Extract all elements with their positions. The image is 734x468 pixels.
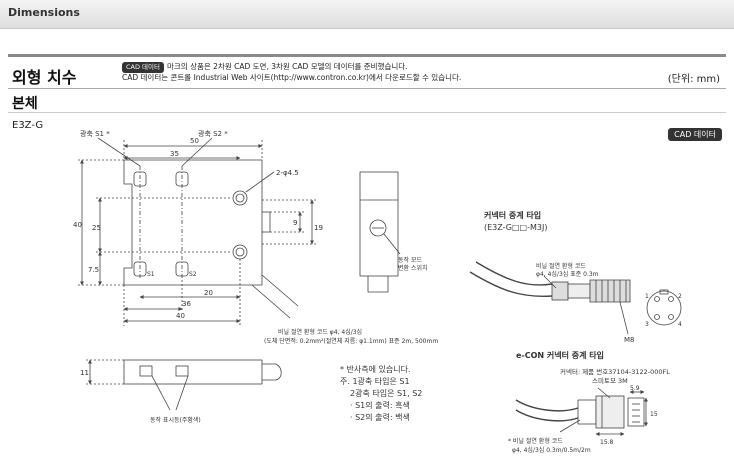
cad-data-badge: CAD 데이터	[122, 62, 164, 73]
dim-5-9: 5.9	[630, 385, 640, 392]
label-cable-2: (도체 단면적: 0.2mm²(절연체 지름: φ1.1mm) 표준 2m, 5…	[264, 337, 438, 345]
s1-lens-top	[133, 171, 147, 187]
cad-data-link-badge[interactable]: CAD 데이터	[668, 128, 722, 141]
mode-selector-switch	[369, 219, 387, 237]
dim-25: 25	[92, 224, 101, 232]
dim-35: 35	[170, 150, 179, 158]
econ-cable	[515, 409, 579, 422]
dim-11: 11	[80, 369, 89, 377]
footnote-3: · S1의 출력: 흑색	[350, 400, 410, 410]
header-title: Dimensions	[8, 6, 80, 19]
connector-model: (E3Z-G□□-M3J)	[484, 223, 547, 232]
mount-hole-bottom	[232, 244, 248, 260]
body-title: 본체	[12, 96, 38, 112]
econ-note-1: 커넥터: 제품 번호37104-3122-000FL	[560, 367, 670, 376]
label-selector-1: 동작 모드	[398, 257, 422, 264]
dim-20: 20	[204, 289, 213, 297]
unit-label: (단위: mm)	[667, 74, 720, 85]
dim-40-width: 40	[176, 312, 185, 320]
label-m8: M8	[624, 336, 635, 344]
footnote-0: * 반사측에 있습니다.	[340, 364, 411, 374]
label-s2: S2	[189, 271, 197, 278]
dim-40-height: 40	[73, 221, 82, 229]
econ-note-2: 스미토모 3M	[592, 376, 628, 385]
subsection-rule	[8, 88, 726, 89]
side-body-outline	[359, 171, 399, 277]
label-emitter-s2: 광축 S2 *	[198, 129, 228, 138]
dim-15: 15	[650, 411, 658, 418]
front-cable	[251, 274, 299, 319]
label-mount-hole: 2-φ4.5	[276, 169, 299, 177]
footnote-1: 주. 1광축 타입은 S1	[340, 376, 410, 386]
connector-cable-1: 비닐 절연 환형 코드	[536, 262, 586, 270]
section-rule	[8, 54, 726, 57]
front-body-outline	[123, 159, 263, 286]
dim-7-5: 7.5	[88, 266, 99, 274]
subsection-rule-light	[8, 112, 726, 113]
connector-cable-2: φ4, 4심/3심 표준 0.3m	[536, 270, 599, 278]
connector-title: 커넥터 중계 타입	[484, 210, 541, 220]
cad-note-line2: CAD 데이터는 콘트롤 Industrial Web 사이트(http://w…	[122, 73, 462, 82]
label-emitter-s1: 광축 S1 *	[80, 129, 110, 138]
s2-lens-top	[175, 171, 189, 187]
pin-1: 1	[645, 293, 649, 300]
label-s1: S1	[147, 271, 155, 278]
connector-cable	[469, 271, 553, 297]
pin-4: 4	[678, 321, 682, 328]
bottom-body-outline	[123, 359, 263, 385]
dim-19: 19	[314, 224, 323, 232]
footnote-2: 2광축 타입은 S1, S2	[350, 388, 422, 398]
label-cable-1: 비닐 절연 환형 코드 φ4, 4심/3심	[278, 328, 362, 336]
econ-title: e-CON 커넥터 중계 타입	[516, 350, 604, 360]
model-name: E3Z-G	[12, 120, 44, 131]
econ-connector	[595, 395, 625, 429]
pin-3: 3	[645, 321, 649, 328]
dim-15-8: 15.8	[600, 439, 614, 446]
side-cable-stub	[367, 276, 389, 293]
section-title: 외형 치수	[12, 68, 77, 87]
econ-cable-1: * 비닐 절연 환형 코드	[508, 437, 563, 445]
cad-note-text1: 마크의 상품은 2차원 CAD 도면, 3차원 CAD 모델의 데이터를 준비했…	[167, 62, 408, 71]
mount-hole-top	[232, 190, 248, 206]
econ-cable-2: φ4, 4심/3심 0.3m/0.5m/2m	[512, 446, 591, 454]
pin-2: 2	[678, 293, 682, 300]
dim-50: 50	[190, 137, 199, 145]
label-indicator: 동작 표시등(주황색)	[150, 416, 201, 424]
label-selector-2: 변환 스위치	[398, 264, 428, 272]
footnote-4: · S2의 출력: 백색	[350, 412, 410, 422]
dim-36: 36	[182, 300, 191, 308]
page-header	[0, 0, 734, 29]
pin-layout-face	[646, 290, 682, 326]
dim-9: 9	[293, 219, 297, 227]
